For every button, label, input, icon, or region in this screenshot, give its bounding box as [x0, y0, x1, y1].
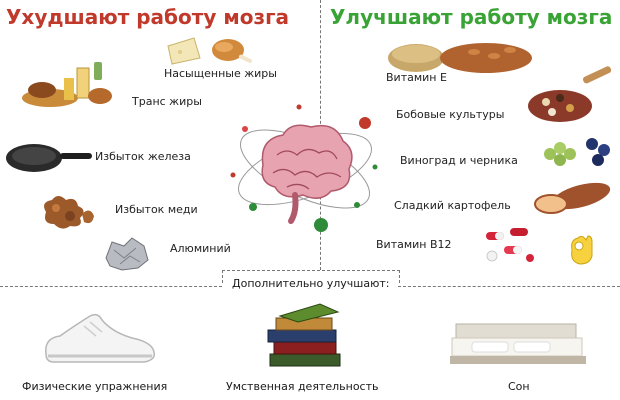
cheese-chicken-icon: [167, 37, 253, 65]
fast-food-icon: [22, 62, 112, 107]
brain-icon: [230, 104, 378, 232]
grains-nuts-icon: [388, 43, 532, 73]
additional-label-2: Умственная деятельность: [226, 380, 379, 393]
copper-nuggets-icon: [44, 196, 94, 229]
aluminum-foil-icon: [105, 237, 149, 271]
improve-title: Улучшают работу мозга: [330, 5, 613, 29]
improve-label-3: Виноград и черника: [400, 154, 518, 167]
worsen-label-4: Избыток меди: [115, 203, 198, 216]
worsen-label-1: Насыщенные жиры: [164, 67, 277, 80]
worsen-label-5: Алюминий: [170, 242, 231, 255]
improve-label-1: Витамин Е: [386, 71, 447, 84]
sneaker-icon: [45, 313, 156, 363]
additional-label-1: Физические упражнения: [22, 380, 168, 393]
horizontal-divider-left: [0, 286, 222, 287]
bed-icon: [450, 323, 586, 364]
beans-icon: [528, 66, 612, 122]
sweet-potato-icon: [534, 182, 611, 214]
worsen-title: Ухудшают работу мозга: [6, 5, 290, 29]
grapes-blueberries-icon: [544, 138, 610, 166]
pills-icon: [486, 228, 534, 262]
additional-bracket: [222, 270, 400, 283]
additional-heading: Дополнительно улучшают:: [228, 277, 394, 290]
improve-label-5: Витамин В12: [376, 238, 452, 251]
worsen-label-2: Транс жиры: [132, 95, 202, 108]
ok-hand-icon: [571, 235, 593, 265]
additional-label-3: Сон: [508, 380, 530, 393]
improve-label-2: Бобовые культуры: [396, 108, 505, 121]
worsen-label-3: Избыток железа: [95, 150, 191, 163]
improve-label-4: Сладкий картофель: [394, 199, 511, 212]
books-icon: [267, 303, 341, 367]
frying-pan-icon: [6, 144, 92, 172]
horizontal-divider-right: [398, 286, 620, 287]
